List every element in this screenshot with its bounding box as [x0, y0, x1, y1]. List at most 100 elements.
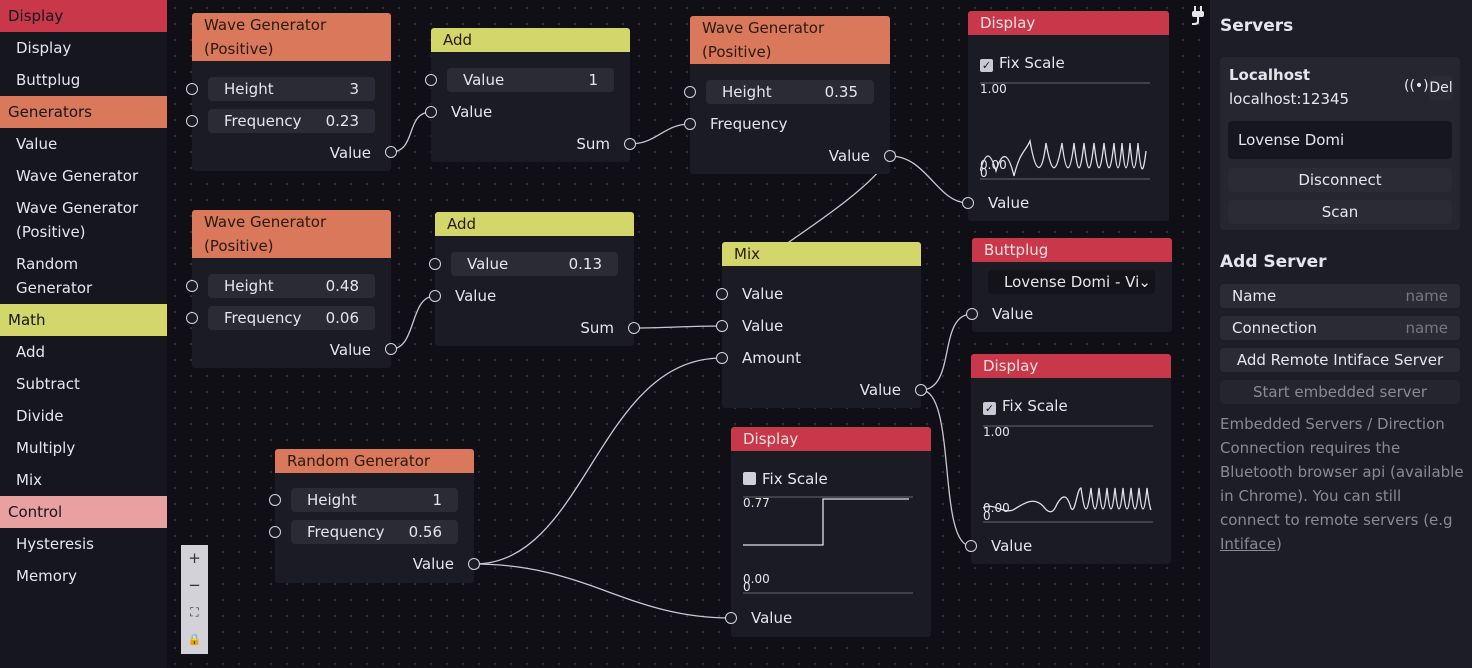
node-display-2[interactable]: Display ✓Fix Scale 1.00 0.00 0 Value — [965, 354, 1171, 564]
field-label: Frequency — [307, 523, 385, 541]
output-port-value[interactable] — [915, 384, 927, 396]
node-display-3[interactable]: Display Fix Scale 0.77 0.00 0 Value — [725, 427, 931, 637]
input-port-value-a[interactable] — [716, 288, 728, 300]
input-port-frequency[interactable] — [269, 526, 281, 538]
palette-item-divide[interactable]: Divide — [16, 407, 64, 425]
field-label: Frequency — [224, 112, 302, 130]
node-title: Buttplug — [972, 238, 1172, 262]
plug-icon[interactable] — [1188, 4, 1208, 28]
palette-item-add[interactable]: Add — [16, 343, 46, 361]
output-port-sum[interactable] — [628, 322, 640, 334]
palette-item-memory[interactable]: Memory — [16, 567, 78, 585]
input-port-value[interactable] — [962, 197, 974, 209]
field-label: Height — [307, 491, 357, 509]
node-buttplug[interactable]: Buttplug Lovense Domi - Vib⌄ Value — [966, 238, 1172, 332]
checkbox-unchecked-icon[interactable] — [743, 472, 756, 485]
field-value: 1 — [432, 491, 442, 509]
field-value: 0.48 — [325, 277, 359, 295]
intiface-link[interactable]: Intiface — [1220, 535, 1276, 553]
output-port-value[interactable] — [468, 558, 480, 570]
input-port-value[interactable] — [725, 612, 737, 624]
server-card: Localhost localhost:12345 ((•)) Del Love… — [1220, 57, 1460, 230]
fix-scale-checkbox[interactable]: ✓Fix Scale — [980, 51, 1065, 75]
servers-title: Servers — [1220, 16, 1294, 36]
input-port-value-b[interactable] — [429, 290, 441, 302]
node-title: Wave Generator (Positive) — [192, 210, 391, 258]
fix-scale-checkbox[interactable]: ✓Fix Scale — [983, 394, 1068, 418]
add-remote-server-button[interactable]: Add Remote Intiface Server — [1220, 348, 1460, 372]
device-select[interactable]: Lovense Domi - Vib⌄ — [988, 270, 1155, 294]
fit-view-icon[interactable]: ⛶ — [190, 605, 199, 619]
palette-item-wave-generator-positive[interactable]: Wave Generator (Positive) — [16, 199, 139, 241]
field-placeholder: name — [1405, 319, 1448, 337]
node-display-1[interactable]: Display ✓Fix Scale 1.00 0.00 0 Value — [962, 11, 1169, 221]
output-port-value[interactable] — [884, 150, 896, 162]
checkbox-checked-icon[interactable]: ✓ — [983, 402, 996, 415]
embedded-server-note: Embedded Servers / Direction Connection … — [1220, 412, 1465, 556]
zoom-out-button[interactable]: − — [188, 576, 201, 594]
input-port-value-a[interactable] — [425, 74, 437, 86]
input-label: Value — [751, 609, 793, 627]
palette-item-multiply[interactable]: Multiply — [16, 439, 76, 457]
start-embedded-server-button[interactable]: Start embedded server — [1220, 380, 1460, 404]
height-field[interactable]: Height 1 — [291, 488, 458, 512]
output-label: Value — [828, 147, 870, 165]
input-port-height[interactable] — [186, 280, 198, 292]
output-port-sum[interactable] — [624, 138, 636, 150]
palette-item-buttplug[interactable]: Buttplug — [16, 71, 81, 89]
input-port-frequency[interactable] — [186, 115, 198, 127]
zoom-in-button[interactable]: + — [188, 549, 201, 567]
palette-item-mix[interactable]: Mix — [16, 471, 42, 489]
palette-item-hysteresis[interactable]: Hysteresis — [16, 535, 94, 553]
palette-item-wave-generator[interactable]: Wave Generator — [16, 167, 139, 185]
input-port-value[interactable] — [965, 540, 977, 552]
input-port-height[interactable] — [684, 86, 696, 98]
output-label: Value — [412, 555, 454, 573]
input-port-height[interactable] — [269, 494, 281, 506]
broadcast-icon[interactable]: ((•)) — [1404, 78, 1435, 94]
input-port-frequency[interactable] — [684, 118, 696, 130]
fix-scale-checkbox[interactable]: Fix Scale — [743, 467, 828, 491]
input-port-value[interactable] — [966, 308, 978, 320]
input-port-height[interactable] — [186, 83, 198, 95]
palette-item-value[interactable]: Value — [16, 135, 58, 153]
delete-server-button[interactable]: Del — [1429, 76, 1453, 100]
scan-button[interactable]: Scan — [1228, 200, 1452, 224]
wire-wave2-to-add2 — [390, 295, 436, 350]
checkbox-checked-icon[interactable]: ✓ — [980, 59, 993, 72]
input-port-amount[interactable] — [716, 352, 728, 364]
palette-item-subtract[interactable]: Subtract — [16, 375, 80, 393]
wire-add1-to-wave3 — [629, 123, 691, 145]
lock-icon[interactable]: 🔒 — [187, 633, 202, 646]
node-mix[interactable]: Mix Value Value Amount Value — [716, 242, 927, 408]
input-port-value-b[interactable] — [425, 106, 437, 118]
input-port-value-b[interactable] — [716, 320, 728, 332]
input-port-frequency[interactable] — [186, 312, 198, 324]
palette-item-random-generator[interactable]: Random Generator — [16, 255, 93, 297]
palette-item-display[interactable]: Display — [16, 39, 72, 57]
output-label: Sum — [576, 135, 610, 153]
input-port-value-a[interactable] — [429, 258, 441, 270]
device-item[interactable]: Lovense Domi — [1228, 121, 1452, 159]
output-port-value[interactable] — [385, 343, 397, 355]
disconnect-button[interactable]: Disconnect — [1228, 168, 1452, 192]
wire-random-to-display3 — [473, 563, 732, 619]
output-port-value[interactable] — [385, 146, 397, 158]
